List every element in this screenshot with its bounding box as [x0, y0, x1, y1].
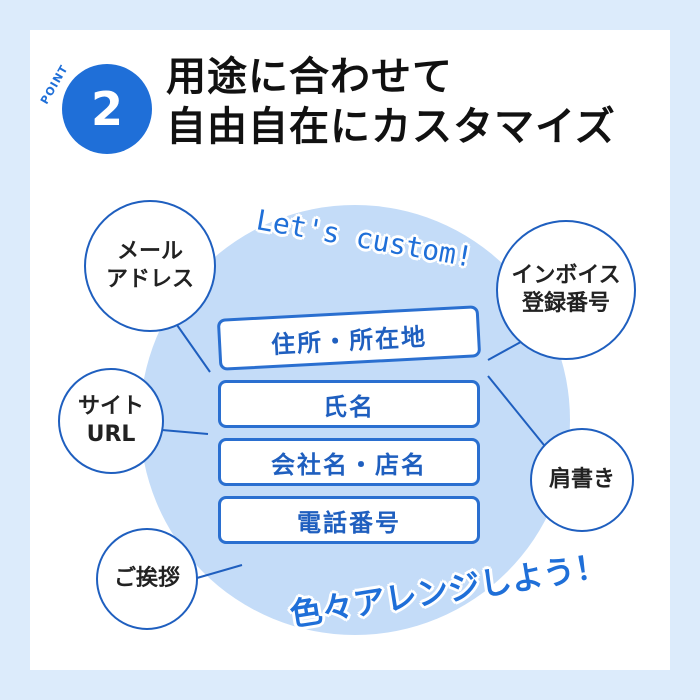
bubble-site: サイト URL	[58, 368, 164, 474]
bubble-title: 肩書き	[530, 428, 634, 532]
bubble-mail: メール アドレス	[84, 200, 216, 332]
field-phone: 電話番号	[218, 496, 480, 544]
title-line-1: 用途に合わせて	[166, 54, 453, 100]
bubble-invoice: インボイス 登録番号	[496, 220, 636, 360]
title-line-2: 自由自在にカスタマイズ	[166, 104, 616, 150]
point-number-badge: 2	[62, 64, 152, 154]
field-name: 氏名	[218, 380, 480, 428]
connector-greeting	[196, 564, 243, 579]
page-title: 用途に合わせて自由自在にカスタマイズ	[166, 52, 616, 152]
field-company: 会社名・店名	[218, 438, 480, 486]
connector-site	[161, 429, 209, 435]
bubble-greeting: ご挨拶	[96, 528, 198, 630]
connector-title	[487, 375, 549, 451]
